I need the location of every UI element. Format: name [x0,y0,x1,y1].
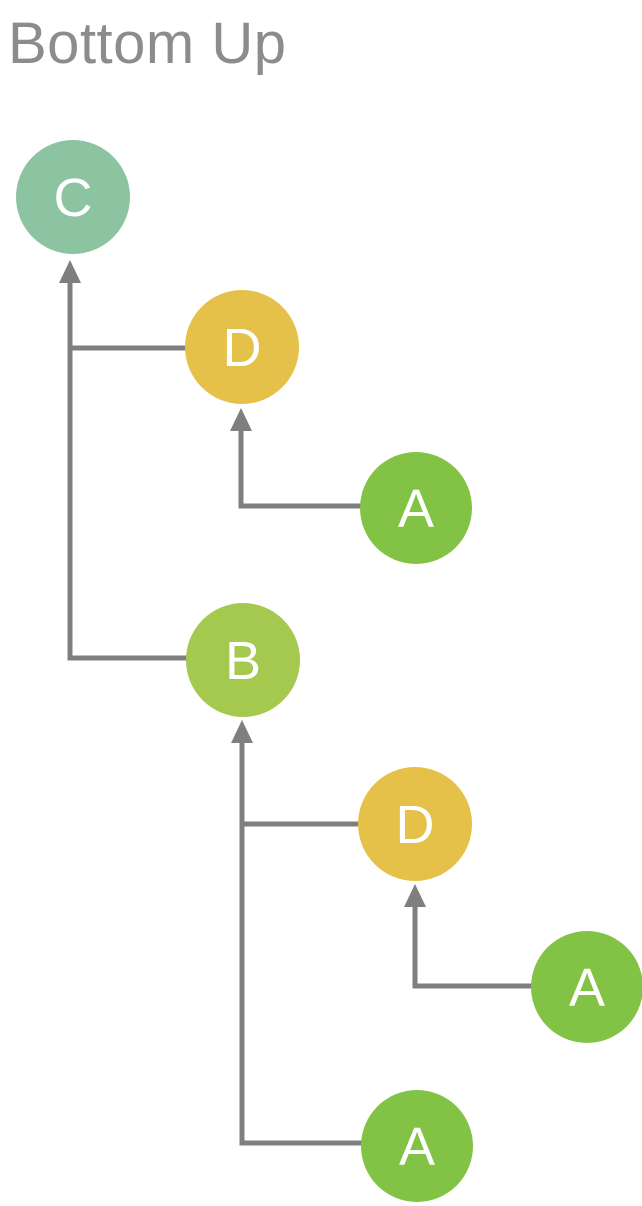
edge-b-to-c [67,280,189,661]
edge-a-to-d-lower [412,904,534,989]
node-a-right-circle [531,931,642,1043]
edge-a-to-d-lower-arrowhead-icon [404,884,426,907]
node-a-right: A [531,931,642,1043]
node-a-right-label: A [569,958,605,1018]
edge-a-to-d-upper [238,428,363,509]
node-a-upper: A [360,452,472,564]
node-d-upper-circle [185,290,299,404]
node-d-lower-label: D [396,795,435,855]
node-d-upper-label: D [223,318,262,378]
node-a-upper-circle [360,452,472,564]
node-d-lower-circle [358,767,472,881]
node-b: B [186,603,300,717]
node-a-bottom-label: A [399,1117,435,1177]
node-a-bottom-circle [361,1090,473,1202]
edge-a-to-d-upper-arrowhead-icon [230,408,252,431]
node-c: C [16,140,130,254]
edge-b-to-c-arrowhead-icon [59,260,81,283]
node-c-label: C [54,168,93,228]
node-a-bottom: A [361,1090,473,1202]
edge-subtree-to-b [239,740,364,1146]
node-c-circle [16,140,130,254]
node-a-upper-label: A [398,479,434,539]
node-d-lower: D [358,767,472,881]
node-b-label: B [225,631,261,691]
page-title: Bottom Up [8,11,287,76]
node-b-circle [186,603,300,717]
edge-subtree-to-b-arrowhead-icon [231,720,253,743]
node-d-upper: D [185,290,299,404]
